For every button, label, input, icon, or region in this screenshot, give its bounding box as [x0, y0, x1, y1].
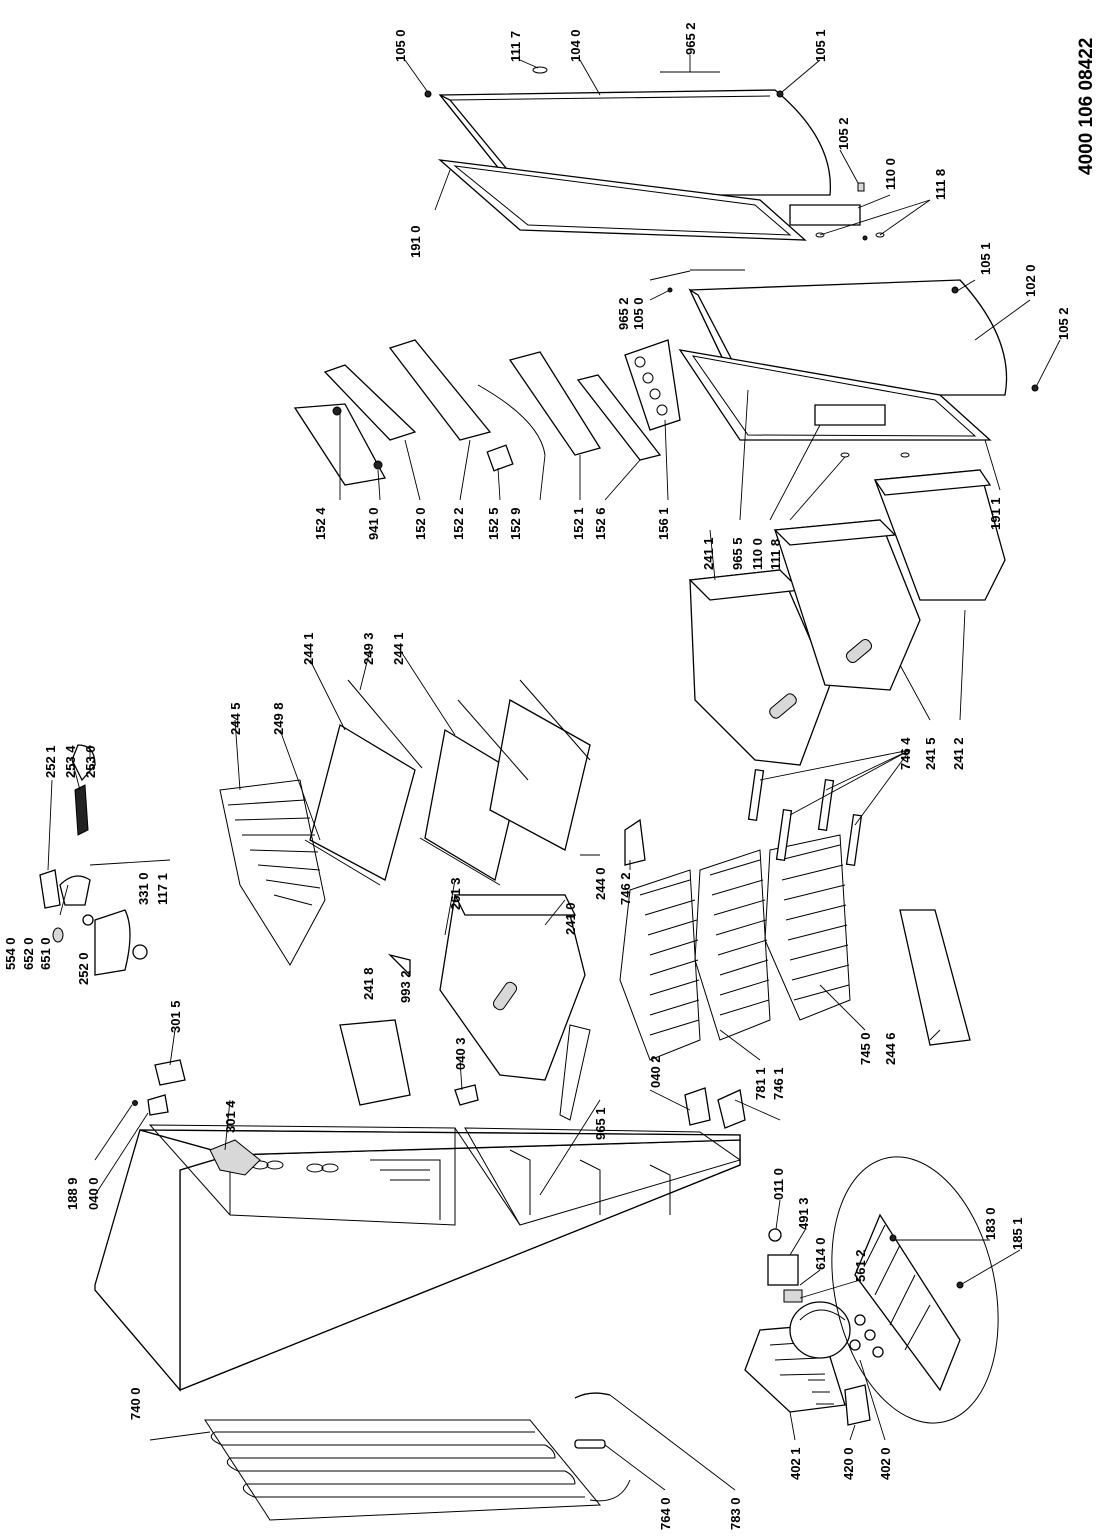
- compressor-area: [744, 1228, 884, 1426]
- hinge-parts: [132, 953, 746, 1129]
- callout-1040: 104 0: [568, 29, 583, 62]
- callout-2534: 253 4: [63, 745, 78, 778]
- callout-7450: 745 0: [858, 1032, 873, 1065]
- callout-1525: 152 5: [486, 507, 501, 540]
- callout-1529: 152 9: [508, 507, 523, 540]
- cabinet: [94, 1124, 742, 1392]
- callout-4021: 402 1: [788, 1447, 803, 1480]
- callout-2493: 249 3: [361, 632, 376, 665]
- callout-7811: 781 1: [753, 1067, 768, 1100]
- callout-9651: 965 1: [593, 1107, 608, 1140]
- callout-7830: 783 0: [728, 1497, 743, 1530]
- door-balconies: [293, 339, 681, 486]
- callout-2441b: 244 1: [391, 632, 406, 665]
- callout-2440: 244 0: [593, 867, 608, 900]
- callout-2418: 241 8: [361, 967, 376, 1000]
- callout-1050b: 105 0: [631, 297, 646, 330]
- callout-9655: 965 5: [730, 537, 745, 570]
- callout-6510: 651 0: [38, 937, 53, 970]
- callout-2520: 252 0: [76, 952, 91, 985]
- control-assembly: [39, 744, 148, 976]
- leader-lines: [47, 55, 1061, 1491]
- callout-6140: 614 0: [813, 1237, 828, 1270]
- callout-1051b: 105 1: [978, 242, 993, 275]
- callout-1020: 102 0: [1023, 264, 1038, 297]
- callout-1118b: 111 8: [768, 539, 783, 570]
- drain-tubes: [574, 1392, 611, 1449]
- glass-shelves: [219, 679, 591, 966]
- callout-1051a: 105 1: [813, 29, 828, 62]
- callout-1171: 117 1: [155, 873, 170, 905]
- callout-4913: 491 3: [796, 1197, 811, 1230]
- callout-1100a: 110 0: [883, 158, 898, 190]
- bracket-7462: [624, 818, 646, 866]
- callout-0110: 011 0: [771, 1168, 786, 1200]
- callout-9652b: 965 2: [616, 297, 631, 330]
- callout-1100b: 110 0: [750, 538, 765, 570]
- callout-5612: 561 2: [853, 1249, 868, 1282]
- callout-1052b: 105 2: [1056, 307, 1071, 340]
- callout-7400: 740 0: [128, 1387, 143, 1420]
- callout-5540: 554 0: [3, 937, 18, 970]
- callout-1851: 185 1: [1010, 1217, 1025, 1250]
- callout-1524: 152 4: [313, 507, 328, 540]
- callout-1910: 191 0: [408, 225, 423, 258]
- crisper-drawers: [688, 469, 1006, 766]
- document-number: 4000 106 08422: [1076, 38, 1097, 175]
- detail-inset: [831, 1156, 999, 1424]
- callout-1052a: 105 2: [836, 117, 851, 150]
- callout-1520: 152 0: [413, 507, 428, 540]
- callout-labels: 105 0 111 7 104 0 965 2 105 1 105 2 110 …: [3, 22, 1071, 1530]
- callout-1830: 183 0: [983, 1207, 998, 1240]
- callout-1522: 152 2: [451, 507, 466, 540]
- callout-9410: 941 0: [366, 507, 381, 540]
- condenser: [204, 1419, 631, 1521]
- callout-3015: 301 5: [168, 1000, 183, 1033]
- callout-9652a: 965 2: [683, 22, 698, 55]
- callout-3310: 331 0: [136, 872, 151, 905]
- cover-plate: [899, 909, 971, 1046]
- callout-1118a: 111 8: [933, 169, 948, 200]
- lower-door: [667, 269, 1039, 458]
- callout-2410: 241 0: [563, 902, 578, 935]
- callout-2415: 241 5: [923, 737, 938, 770]
- callout-2530: 253 0: [83, 745, 98, 778]
- callout-1117: 111 7: [508, 31, 523, 62]
- callout-9932: 993 2: [398, 970, 413, 1003]
- callout-2446: 244 6: [883, 1032, 898, 1065]
- callout-7462: 746 2: [618, 872, 633, 905]
- callout-3014: 301 4: [223, 1100, 238, 1133]
- callout-1521: 152 1: [571, 507, 586, 540]
- callout-0402: 040 2: [648, 1055, 663, 1088]
- callout-1911: 191 1: [988, 497, 1003, 530]
- callout-0403: 040 3: [453, 1037, 468, 1070]
- callout-2411a: 241 1: [701, 537, 716, 570]
- drawer-rails: [747, 768, 863, 867]
- callout-4020: 402 0: [878, 1447, 893, 1480]
- callout-1050a: 105 0: [393, 29, 408, 62]
- callout-2498: 249 8: [271, 702, 286, 735]
- callout-1889: 188 9: [65, 1177, 80, 1210]
- callout-2521: 252 1: [43, 745, 58, 778]
- callout-0400: 040 0: [86, 1177, 101, 1210]
- callout-6520: 652 0: [21, 937, 36, 970]
- callout-2445: 244 5: [228, 702, 243, 735]
- callout-7464: 746 4: [898, 737, 913, 770]
- callout-4200: 420 0: [841, 1447, 856, 1480]
- wire-baskets: [619, 834, 851, 1061]
- upper-door: [424, 66, 885, 241]
- callout-7461: 746 1: [771, 1067, 786, 1100]
- callout-1561: 156 1: [656, 507, 671, 540]
- callout-1526: 152 6: [593, 507, 608, 540]
- callout-2441a: 244 1: [301, 632, 316, 665]
- callout-2412: 241 2: [951, 737, 966, 770]
- freezer-drawer: [339, 894, 591, 1121]
- callout-2613: 261 3: [448, 877, 463, 910]
- callout-7640: 764 0: [658, 1497, 673, 1530]
